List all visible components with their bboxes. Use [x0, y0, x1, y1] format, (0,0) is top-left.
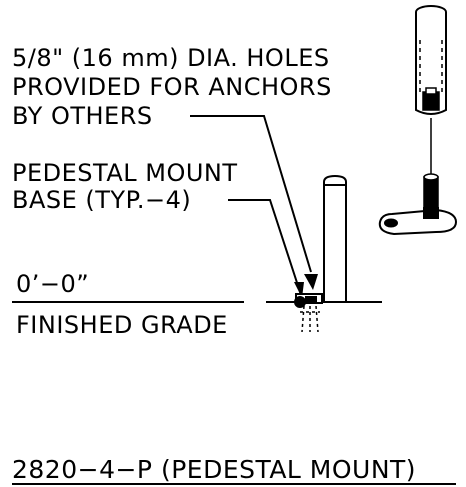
pedestal-base-leader	[228, 199, 303, 299]
elevation-label: 0’−0”	[16, 270, 89, 298]
pedestal-post	[323, 174, 347, 303]
drawing-title: 2820−4−P (PEDESTAL MOUNT)	[12, 455, 416, 484]
anchor-holes-note-line-3: BY OTHERS	[12, 102, 153, 130]
exploded-base-plate	[378, 207, 458, 236]
anchor-holes-leader	[190, 115, 312, 273]
finished-grade-label: FINISHED GRADE	[16, 311, 228, 339]
anchor-holes-leader-arrowhead	[304, 274, 318, 290]
pedestal-mount-note-line-1: PEDESTAL MOUNT	[12, 159, 238, 187]
exploded-internal-sleeve	[422, 87, 440, 111]
pedestal-mount-note-line-2: BASE (TYP.−4)	[12, 186, 191, 214]
anchor-below-grade	[300, 305, 320, 333]
exploded-post-tube	[415, 5, 447, 115]
pedestal-base-plate	[294, 293, 323, 308]
anchor-holes-note-line-1: 5/8" (16 mm) DIA. HOLES	[12, 44, 330, 72]
anchor-holes-note-line-2: PROVIDED FOR ANCHORS	[12, 73, 332, 101]
